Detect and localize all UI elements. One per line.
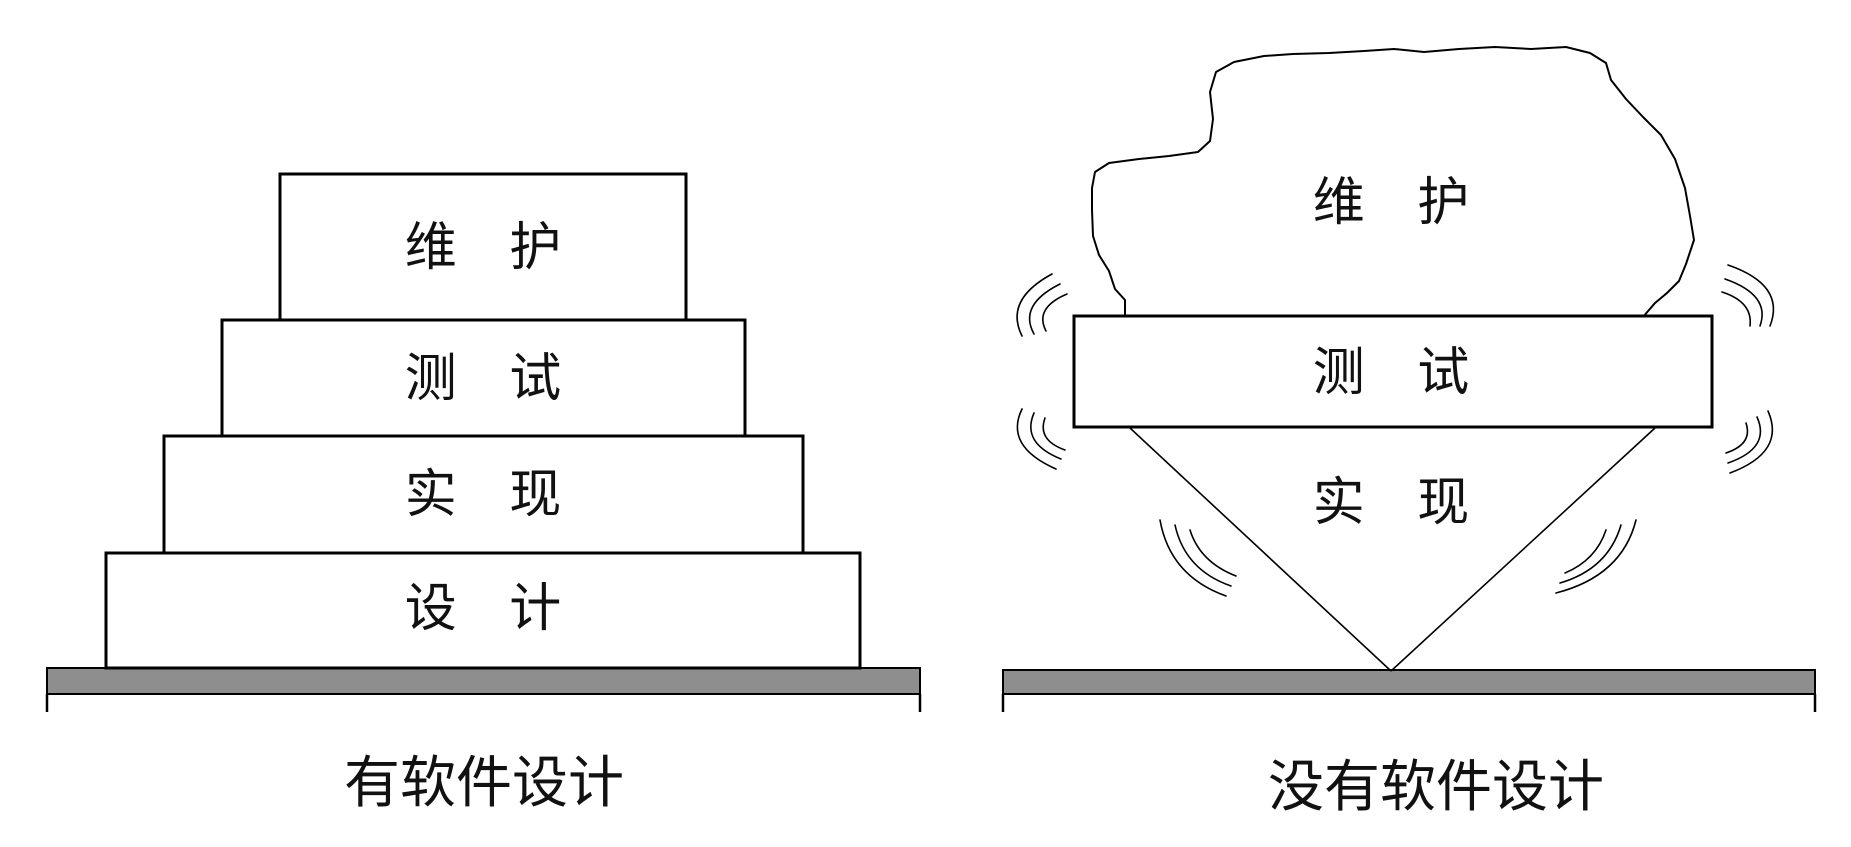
left-layer-testing-label: 测 试 bbox=[405, 349, 580, 409]
shake-marks-right-top bbox=[1721, 264, 1775, 327]
shake-marks-right-lower bbox=[1555, 519, 1637, 594]
left-diagram-stable-pyramid: 维 护 测 试 实 现 设 计 有软件设计 bbox=[45, 172, 922, 816]
shake-arc bbox=[1028, 283, 1061, 335]
left-layer-design-label: 设 计 bbox=[405, 579, 580, 639]
shake-marks-right-bottom bbox=[1725, 410, 1774, 474]
left-layer-maintenance-label: 维 护 bbox=[405, 218, 580, 278]
shake-arc bbox=[1016, 273, 1053, 337]
left-layer-testing-box bbox=[220, 318, 747, 438]
shake-arc bbox=[1016, 408, 1057, 470]
right-testing-box bbox=[1072, 314, 1714, 429]
left-ground-base bbox=[46, 667, 921, 695]
shake-marks-left-top bbox=[1016, 273, 1068, 337]
shake-arc bbox=[1564, 529, 1607, 574]
shake-arc bbox=[1042, 417, 1066, 451]
shake-arc bbox=[1042, 293, 1068, 332]
shake-arc bbox=[1030, 412, 1062, 460]
left-layer-design-box bbox=[104, 551, 862, 670]
right-ground-base bbox=[1002, 669, 1816, 695]
shake-arc bbox=[1174, 524, 1232, 587]
shake-arc bbox=[1729, 410, 1774, 474]
left-layer-implementation-label: 实 现 bbox=[405, 465, 580, 525]
shake-arc bbox=[1727, 416, 1762, 464]
shake-arc bbox=[1721, 291, 1752, 327]
shake-marks-left-lower bbox=[1159, 519, 1237, 597]
shake-arc bbox=[1189, 529, 1237, 577]
left-caption: 有软件设计 bbox=[344, 751, 624, 816]
right-diagram-unstable-structure: 维 护 测 试 实 现 bbox=[1001, 46, 1817, 820]
shake-arc bbox=[1159, 519, 1227, 597]
right-maintenance-cloud bbox=[1091, 46, 1695, 318]
right-testing-label: 测 试 bbox=[1313, 343, 1488, 403]
shake-arc bbox=[1725, 422, 1749, 454]
shake-arc bbox=[1555, 519, 1637, 594]
right-implementation-left-edge bbox=[1129, 427, 1392, 672]
right-maintenance-label: 维 护 bbox=[1313, 173, 1488, 233]
shake-arc bbox=[1724, 278, 1763, 327]
shake-marks-left-bottom bbox=[1016, 408, 1066, 470]
shake-arc bbox=[1559, 524, 1622, 584]
right-caption: 没有软件设计 bbox=[1268, 755, 1604, 820]
right-implementation-label: 实 现 bbox=[1313, 473, 1488, 533]
left-layer-maintenance-box bbox=[278, 172, 688, 322]
right-implementation-right-edge bbox=[1390, 427, 1656, 672]
shake-arc bbox=[1727, 264, 1775, 327]
